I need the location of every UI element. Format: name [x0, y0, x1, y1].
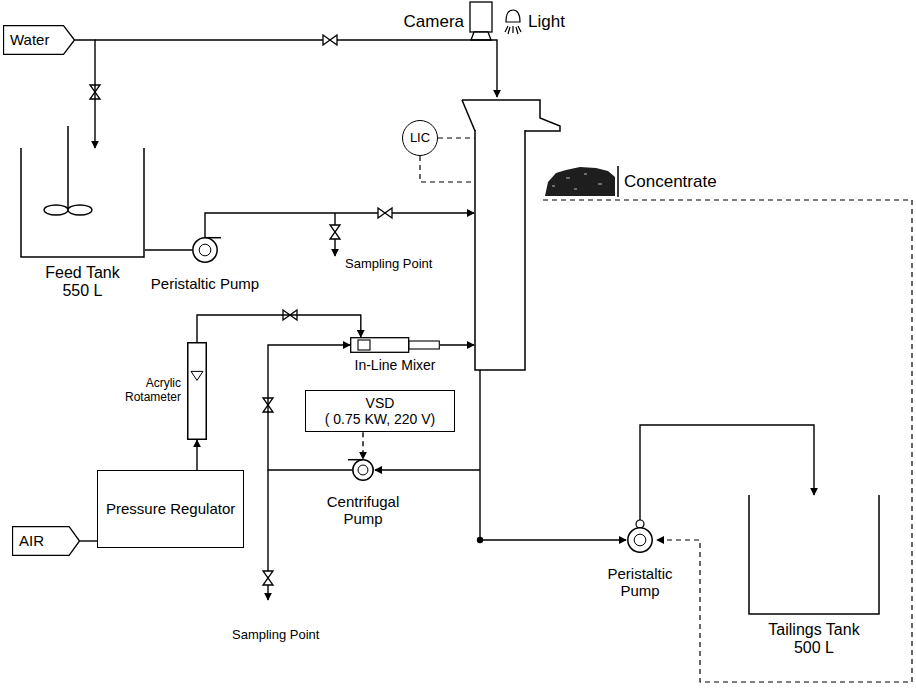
- concentrate-pile: [545, 167, 615, 196]
- sampling-label: Sampling Point: [345, 257, 432, 272]
- shape-outline: [350, 337, 440, 353]
- node-label: 500 L: [794, 639, 834, 657]
- feed-tank: Feed Tank550 L: [20, 148, 145, 301]
- tailings-tank-symbol: [748, 495, 880, 615]
- equipment-label: Light: [528, 12, 565, 32]
- source-tag: Water: [3, 25, 75, 55]
- equipment-label: Camera: [388, 12, 464, 32]
- node-label: VSD: [366, 395, 395, 411]
- pipe-line: [197, 315, 361, 342]
- source-tag: AIR: [12, 526, 80, 556]
- pipe-line: [145, 249, 192, 250]
- regulator-box: Pressure Regulator: [97, 470, 244, 548]
- node-label: Pressure Regulator: [106, 500, 235, 517]
- valve-symbol: [378, 208, 392, 218]
- inline-mixer: In-Line Mixer: [320, 337, 470, 373]
- signal-line: [420, 138, 912, 682]
- node-label: 550 L: [62, 282, 102, 300]
- inline-mixer-symbol: [350, 337, 440, 353]
- stream-label: Concentrate: [624, 172, 717, 192]
- pipe-line: [95, 40, 497, 97]
- centrifugal-pump-symbol: [352, 459, 374, 481]
- light-symbol: [505, 10, 521, 34]
- rotameter: Acrylic Rotameter: [115, 342, 207, 440]
- pipe-line: [196, 440, 197, 470]
- node-label: Tailings Tank: [768, 621, 859, 639]
- valve-symbol: [323, 35, 337, 45]
- peristaltic-pump-symbol: [192, 237, 218, 263]
- light-symbol: [505, 26, 521, 34]
- tag-outline: [12, 527, 79, 556]
- shape-outline: [352, 459, 374, 481]
- peristaltic-pump: Peristaltic Pump: [135, 237, 275, 292]
- concentrate-pile: [545, 166, 618, 197]
- feed-tank-symbol: [20, 148, 145, 258]
- pipe-line: [440, 344, 474, 345]
- shape-outline: [20, 148, 145, 258]
- valve-symbol: [263, 571, 273, 585]
- node-label: LIC: [410, 131, 430, 146]
- pipe-junction: [477, 537, 483, 543]
- signal-line: [438, 137, 475, 138]
- concentrate-pile: [617, 166, 619, 197]
- node-label: Acrylic Rotameter: [115, 377, 181, 405]
- drive-box: VSD( 0.75 KW, 220 V): [305, 390, 455, 432]
- level-controller: LIC: [402, 120, 438, 156]
- tailings-tank: Tailings Tank500 L: [748, 495, 880, 658]
- pipe-line: [80, 540, 97, 541]
- node-label: Water: [10, 31, 49, 48]
- light-symbol: [506, 10, 520, 22]
- sampling-label: Sampling Point: [232, 628, 319, 643]
- node-label: Centrifugal Pump: [313, 493, 413, 528]
- shape-outline: [192, 237, 218, 263]
- flotation-column: [462, 100, 560, 131]
- shape-outline: [627, 527, 653, 553]
- camera-symbol: [470, 2, 492, 32]
- shape-outline: [187, 342, 207, 440]
- pipe-line: [480, 539, 626, 540]
- node-label: Peristaltic Pump: [135, 275, 275, 292]
- valve-symbol: [330, 225, 340, 239]
- tag-outline: [4, 26, 75, 55]
- node-label: In-Line Mixer: [320, 357, 470, 373]
- centrifugal-pump: Centrifugal Pump: [313, 459, 413, 528]
- node-label: Peristaltic Pump: [597, 565, 683, 600]
- signal-line: [543, 200, 912, 682]
- rotameter-tube: [187, 342, 207, 440]
- pipe-line: [75, 40, 95, 148]
- camera-symbol: [471, 32, 491, 40]
- node-label: Feed Tank: [45, 264, 119, 282]
- pipe-line: [640, 425, 814, 527]
- shape-outline: [748, 495, 880, 615]
- pipe-line: [375, 469, 480, 470]
- concentrate-pile: [552, 174, 602, 189]
- node-label: AIR: [19, 532, 44, 549]
- signal-line: [420, 156, 475, 182]
- peristaltic-pump-symbol: [627, 527, 653, 553]
- flotation-column: [462, 100, 560, 370]
- camera-symbol: [470, 2, 492, 40]
- peristaltic-pump: Peristaltic Pump: [597, 527, 683, 600]
- node-label: ( 0.75 KW, 220 V): [325, 411, 436, 427]
- pipe-line: [95, 40, 626, 600]
- pipe-line: [479, 370, 480, 540]
- signal-line: [362, 432, 363, 459]
- flotation-column: [475, 130, 525, 370]
